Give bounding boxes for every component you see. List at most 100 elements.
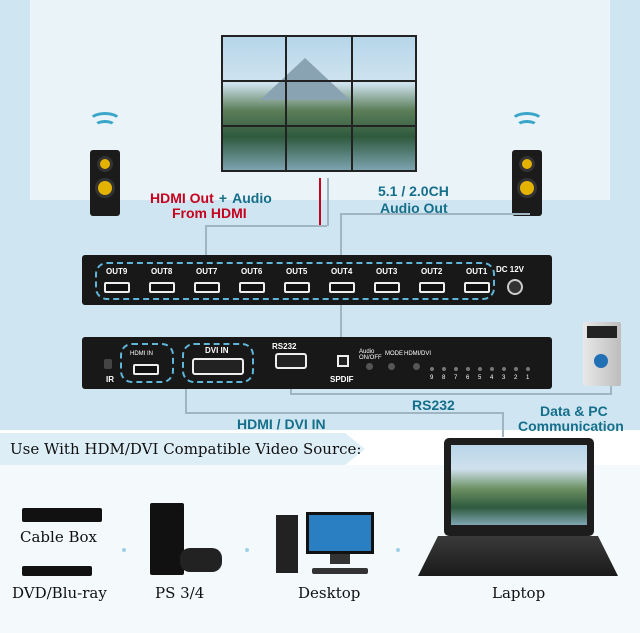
status-led (478, 367, 482, 371)
output-port-label: OUT4 (331, 267, 353, 276)
output-port-label: OUT6 (241, 267, 263, 276)
led-number: 8 (442, 375, 446, 381)
hdmi-in-label: HDMI IN (130, 351, 153, 357)
desktop-label: Desktop (298, 584, 361, 602)
ps-label: PS 3/4 (155, 584, 205, 602)
hdmi-line-red (319, 178, 321, 225)
hdmi-output-port (104, 282, 130, 293)
hdmi-dvi-button[interactable] (413, 363, 420, 370)
output-port-label: OUT7 (196, 267, 218, 276)
led-number: 5 (478, 375, 482, 381)
from-hdmi-label: From HDMI (172, 205, 247, 221)
pc-tower (583, 322, 621, 386)
left-speaker (90, 150, 120, 216)
status-led (430, 367, 434, 371)
hp-logo-icon (594, 354, 608, 368)
video-wall-divider (285, 35, 287, 172)
monitor-stand (330, 554, 350, 564)
speaker-woofer-icon (517, 178, 537, 198)
hdmi-in-line (502, 412, 504, 437)
wireless-icon (516, 120, 538, 132)
source-banner (0, 433, 345, 465)
hdmi-output-port (284, 282, 310, 293)
hdmi-output-port (239, 282, 265, 293)
status-led (454, 367, 458, 371)
speaker-tweeter-icon (97, 156, 113, 172)
dvd-player-device (22, 566, 92, 576)
laptop-screen (451, 445, 587, 525)
status-led (526, 367, 530, 371)
dvd-label: DVD/Blu-ray (12, 584, 107, 602)
video-wall-divider (351, 35, 353, 172)
desktop-tower (276, 515, 298, 573)
dvi-in-port (192, 358, 244, 375)
led-number: 7 (454, 375, 458, 381)
led-number: 2 (514, 375, 518, 381)
hdmi-in-group (120, 343, 174, 383)
rs232-line (290, 393, 610, 395)
hdmi-line (327, 178, 329, 226)
hdmi-output-port (149, 282, 175, 293)
cable-box-label: Cable Box (20, 528, 97, 546)
wireless-icon (88, 112, 122, 132)
laptop-lid (444, 438, 594, 536)
status-led (490, 367, 494, 371)
hdmi-output-port (464, 282, 490, 293)
status-led (514, 367, 518, 371)
video-wall (221, 35, 417, 172)
banner-arrow (345, 433, 365, 465)
speaker-tweeter-icon (519, 156, 535, 172)
separator-dot (396, 548, 400, 552)
output-port-label: OUT9 (106, 267, 128, 276)
led-number: 3 (502, 375, 506, 381)
status-led (466, 367, 470, 371)
wireless-icon (94, 120, 116, 132)
data-pc-label: Data & PC (540, 403, 608, 419)
output-port-label: OUT5 (286, 267, 308, 276)
rs232-line-label: RS232 (412, 397, 455, 413)
hdmi-in-line (185, 412, 503, 414)
hdmi-in-port (133, 364, 159, 375)
wireless-icon (510, 112, 544, 132)
output-port-group (95, 262, 495, 300)
output-port-label: OUT1 (466, 267, 488, 276)
video-wall-divider (221, 125, 417, 127)
drive-bay (587, 326, 617, 338)
separator-dot (122, 548, 126, 552)
spdif-port (337, 355, 349, 367)
rs232-line (610, 380, 612, 395)
controller-icon (180, 548, 222, 572)
hdmi-output-port (329, 282, 355, 293)
dvi-in-group (182, 343, 254, 383)
desktop-monitor (306, 512, 374, 554)
output-port-label: OUT3 (376, 267, 398, 276)
hdmi-output-port (374, 282, 400, 293)
hdmi-output-port (194, 282, 220, 293)
hdmi-out-line (205, 225, 327, 227)
playstation-console (150, 503, 184, 575)
ir-label: IR (106, 375, 114, 384)
laptop-label: Laptop (492, 584, 546, 602)
splitter-back-panel: IR HDMI IN DVI IN RS232 SPDIF Audio ON/O… (82, 337, 552, 389)
laptop-keyboard (418, 536, 618, 576)
status-led (502, 367, 506, 371)
rs232-label: RS232 (272, 342, 297, 351)
audio-out-label: Audio Out (380, 200, 448, 216)
cable-box-device (22, 508, 102, 522)
audio-channel-label: 5.1 / 2.0CH (378, 183, 449, 199)
hdmi-out-label: HDMI Out + Audio (150, 190, 272, 206)
ir-receiver-icon (104, 359, 112, 369)
mountain-image (260, 58, 350, 100)
mode-button[interactable] (388, 363, 395, 370)
hdmi-dvi-in-label: HDMI / DVI IN (237, 416, 326, 432)
keyboard (312, 568, 368, 574)
dc-label: DC 12V (496, 265, 525, 274)
led-number: 1 (526, 375, 530, 381)
dvi-in-label: DVI IN (205, 346, 229, 355)
audio-line (340, 213, 530, 215)
video-wall-divider (221, 80, 417, 82)
led-number: 6 (466, 375, 470, 381)
audio-onoff-button[interactable] (366, 363, 373, 370)
output-port-label: OUT8 (151, 267, 173, 276)
